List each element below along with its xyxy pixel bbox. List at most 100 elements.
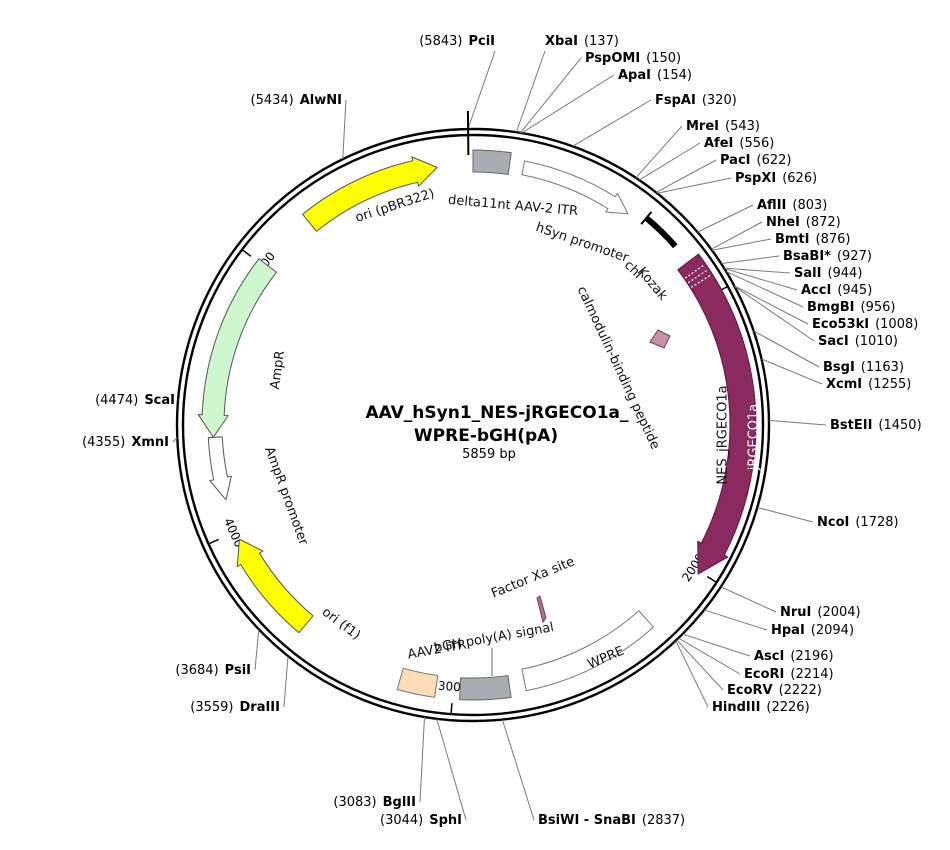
enzyme-leader-line (638, 142, 701, 181)
enzyme-position: (945) (837, 283, 872, 298)
enzyme-position: (3559) (190, 700, 233, 715)
enzyme-leader-line (724, 267, 798, 291)
enzyme-position: (150) (646, 51, 681, 66)
enzyme-label: PspOMI(150) (585, 51, 681, 66)
enzyme-name: BglII (383, 795, 416, 810)
enzyme-leader-line (733, 285, 809, 325)
enzyme-label: SalI (944) (794, 266, 862, 281)
enzyme-position: (1010) (855, 334, 898, 349)
enzyme-label: (3684)PsiI (175, 663, 251, 678)
aav2-itr-box (459, 675, 512, 701)
enzyme-position: (320) (702, 93, 737, 108)
enzyme-name: EcoRV (727, 683, 773, 698)
enzyme-leader-line (757, 506, 814, 523)
enzyme-position: (2222) (779, 683, 822, 698)
enzyme-position: (956) (861, 300, 896, 315)
enzyme-name: ScaI (144, 393, 175, 408)
enzyme-position: (1008) (875, 317, 918, 332)
enzyme-leader-line (254, 629, 260, 671)
enzyme-label: BmtI(876) (775, 232, 850, 247)
enzyme-label: NheI(872) (766, 215, 841, 230)
enzyme-position: (944) (827, 266, 862, 281)
enzyme-name: AccI (801, 283, 831, 298)
feature-label-ori-f1: ori (f1) (319, 605, 363, 643)
enzyme-name: BsiWI - SnaBI (538, 813, 636, 828)
enzyme-label: BsaBI*(927) (783, 249, 872, 264)
enzyme-leader-line (703, 609, 768, 631)
enzyme-position: (5843) (419, 34, 462, 49)
enzyme-leader-line (725, 270, 804, 308)
enzyme-leader-line (521, 74, 615, 134)
enzyme-name: HindIII (712, 700, 760, 715)
enzyme-leader-line (711, 238, 772, 251)
plasmid-name-line1: AAV_hSyn1_NES-jRGECO1a_ (365, 403, 629, 423)
enzyme-leader-line (172, 437, 178, 443)
feature-label-kozak: Kozak (634, 265, 670, 304)
enzyme-name: XbaI (545, 34, 578, 49)
enzyme-leader-line (655, 159, 717, 193)
enzyme-name: AfeI (704, 136, 733, 151)
enzyme-leader-line (720, 586, 777, 613)
enzyme-position: (1163) (861, 360, 904, 375)
enzyme-name: HpaI (771, 623, 805, 638)
enzyme-leader-line (436, 718, 467, 821)
enzyme-name: MreI (686, 119, 719, 134)
enzyme-leader-line (515, 50, 546, 133)
enzyme-leader-line (678, 637, 741, 675)
enzyme-leader-line (501, 719, 535, 821)
enzyme-label: AccI (945) (801, 283, 872, 298)
aav2-itr-peach-box (396, 667, 439, 698)
enzyme-leader-line (657, 177, 732, 194)
enzyme-position: (5434) (251, 93, 294, 108)
enzyme-position: (543) (725, 119, 760, 134)
chi-start-mark (640, 211, 653, 225)
feature-label-factor-xa-site: Factor Xa site (489, 554, 577, 601)
enzyme-name: NruI (780, 605, 811, 620)
enzyme-label: AfeI(556) (704, 136, 774, 151)
hsyn-promoter-arrow (521, 160, 629, 215)
tick-mark (242, 249, 252, 257)
enzyme-name: SphI (429, 813, 462, 828)
enzyme-name: AlwNI (300, 93, 342, 108)
chi-segment (644, 215, 678, 249)
wpre-box (521, 610, 654, 692)
enzyme-leader-line (721, 255, 780, 265)
plasmid-name-line2: WPRE-bGH(pA) (414, 426, 558, 446)
feature-label-ampr: AmpR (268, 350, 288, 391)
enzyme-name: EcoRI (744, 667, 784, 682)
enzyme-name: SacI (818, 334, 849, 349)
plasmid-size: 5859 bp (462, 447, 516, 462)
enzyme-leader-lines (172, 50, 827, 821)
enzyme-label: AscI(2196) (754, 649, 834, 664)
enzyme-position: (622) (757, 153, 792, 168)
enzyme-name: BstEII (830, 418, 872, 433)
feature-label-nes-jrgeco1a: NES_jRGECO1a (716, 385, 731, 484)
enzyme-label: (5843) PciI (419, 34, 495, 49)
kozak-stripe (690, 274, 712, 288)
enzyme-leader-line (734, 285, 815, 342)
enzyme-leader-line (635, 125, 683, 179)
enzyme-label: Eco53kI(1008) (812, 317, 918, 332)
jrgeco1a-arrow (677, 253, 757, 575)
enzyme-leader-line (682, 633, 751, 657)
delta11nt-itr-box (472, 149, 512, 175)
enzyme-leader-line (572, 99, 652, 147)
enzyme-position: (626) (782, 171, 817, 186)
enzyme-label: PspXI (626) (735, 171, 817, 186)
enzyme-label: (3083)BglII (333, 795, 416, 810)
enzyme-name: SalI (794, 266, 821, 281)
tick-mark (450, 703, 453, 714)
enzyme-name: PspXI (735, 171, 776, 186)
enzyme-position: (3684) (175, 663, 218, 678)
kozak-stripe (687, 268, 709, 284)
enzyme-position: (872) (806, 215, 841, 230)
enzyme-name: BmgBI (807, 300, 855, 315)
enzyme-name: PciI (468, 34, 495, 49)
enzyme-name: DraIII (240, 700, 281, 715)
enzyme-position: (1255) (868, 377, 911, 392)
enzyme-label: SacI (1010) (818, 334, 898, 349)
enzyme-name: ApaI (618, 68, 651, 83)
feature-label-ampr-promoter: AmpR promoter (261, 445, 311, 548)
